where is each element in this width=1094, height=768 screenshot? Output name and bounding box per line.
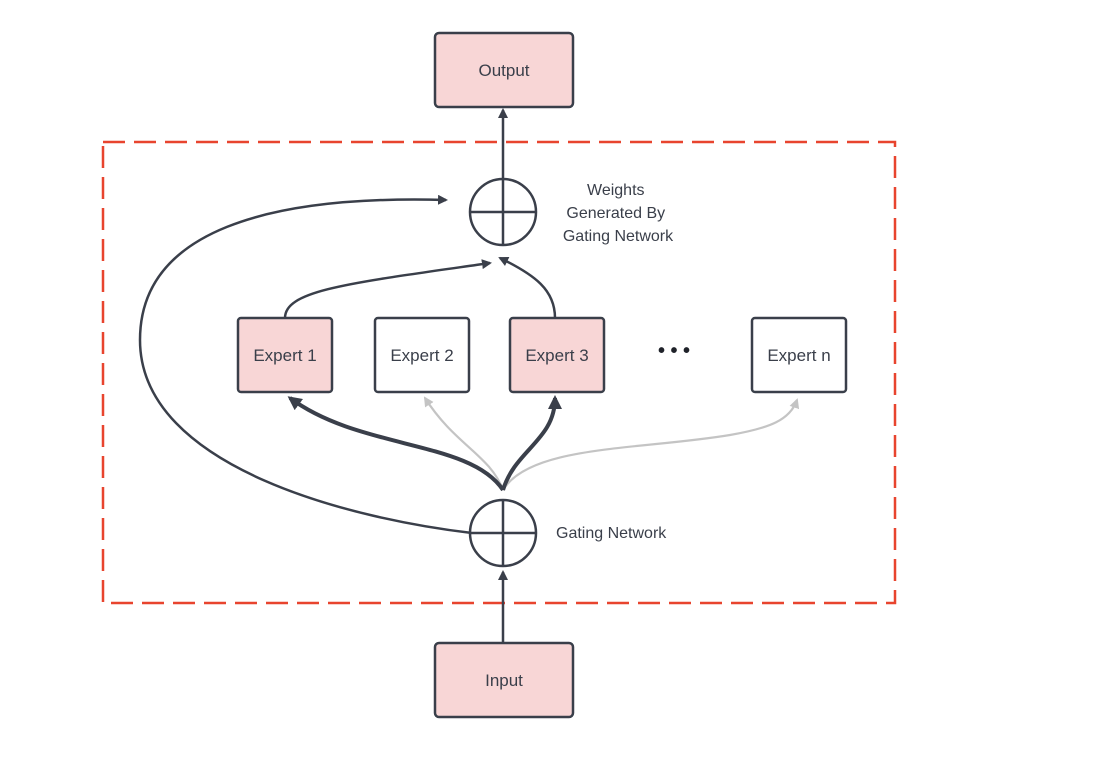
weights-line-1: Weights [587,182,645,199]
moe-layer-boundary [101,140,897,605]
weights-line-2: Generated By [566,205,665,222]
expert-n-label: Expert n [767,346,830,365]
expert-n-node: Expert n [750,316,848,394]
expert-2-label: Expert 2 [390,346,453,365]
weights-line-3: Gating Network [563,228,674,245]
expert-1-to-combiner-arrow [283,259,492,319]
input-node: Input [433,641,575,719]
output-label: Output [478,61,529,80]
gating-network-node [468,498,538,568]
weights-annotation: Weights Generated By Gating Network [563,182,674,245]
gating-network-annotation: Gating Network [556,525,667,542]
expert-3-to-combiner-arrow [498,256,557,319]
expert-1-label: Expert 1 [253,346,316,365]
expert-2-node: Expert 2 [373,316,471,394]
gating-weights-arrow [138,194,473,535]
input-label: Input [485,671,523,690]
more-experts-ellipsis: • • • [658,340,690,362]
gating-to-expert-2-arrow [423,396,505,491]
gating-to-expert-3-arrow [501,395,562,491]
expert-3-node: Expert 3 [508,316,606,394]
expert-1-node: Expert 1 [236,316,334,394]
weighted-sum-node [468,177,538,247]
expert-3-label: Expert 3 [525,346,588,365]
output-node: Output [433,31,575,109]
gating-to-expert-n-arrow [502,398,800,491]
gating-to-expert-1-arrow [287,396,505,492]
